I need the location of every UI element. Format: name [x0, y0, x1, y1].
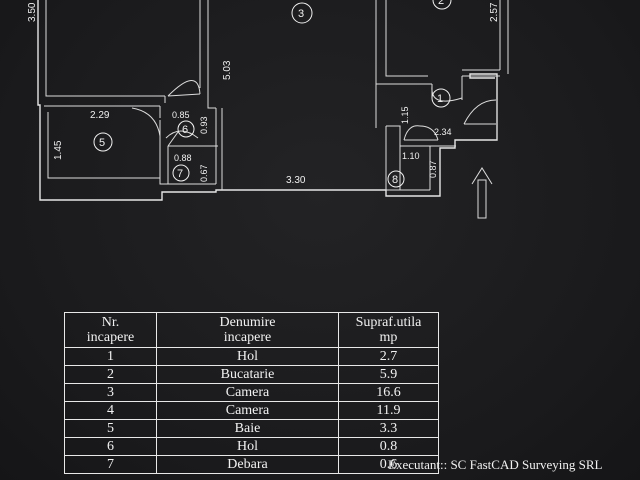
table-row: 6 Hol 0.8	[64, 437, 439, 456]
cell-name: Debara	[156, 455, 339, 474]
room-6-number: 6	[182, 124, 188, 136]
room-1-number: 1	[437, 93, 443, 105]
header-denumire-text: Denumire incapere	[219, 315, 276, 345]
dim-3-30: 3.30	[286, 175, 306, 186]
cell-area: 3.3	[338, 419, 439, 438]
dim-5-03: 5.03	[222, 60, 233, 80]
cell-nr: 3	[64, 383, 157, 402]
table-header-row: Nr. incapere Denumire incapere Supraf.ut…	[64, 312, 439, 348]
room-3-marker	[291, 2, 313, 24]
door-swings	[131, 76, 497, 147]
dim-2-57: 2.57	[489, 2, 500, 22]
cell-nr: 2	[64, 365, 157, 384]
dim-1-45: 1.45	[53, 140, 64, 160]
dim-0-93: 0.93	[199, 116, 209, 134]
cell-nr: 6	[64, 437, 157, 456]
table-row: 7 Debara 0.6	[64, 455, 439, 474]
dim-0-88: 0.88	[174, 153, 192, 163]
floor-plan: 3 2 1 5 6 7 8 3.50 5.03 2.57 2.29 1.45 0…	[27, 0, 509, 219]
cell-name: Camera	[156, 383, 339, 402]
dim-3-50: 3.50	[27, 2, 38, 22]
entrance-arrow-icon	[471, 167, 493, 219]
cell-area: 5.9	[338, 365, 439, 384]
cell-nr: 7	[64, 455, 157, 474]
room-3-number: 3	[298, 8, 304, 20]
header-suprafata: Supraf.utila mp	[338, 312, 439, 348]
cell-area: 11.9	[338, 401, 439, 420]
dim-2-29: 2.29	[90, 110, 110, 121]
room-7-number: 7	[177, 168, 183, 180]
room-5-number: 5	[99, 137, 105, 149]
table-row: 5 Baie 3.3	[64, 419, 439, 438]
dim-1-10: 1.10	[402, 151, 420, 161]
room-8-marker	[387, 170, 405, 188]
table-row: 4 Camera 11.9	[64, 401, 439, 420]
room-markers: 3 2 1 5 6 7 8	[93, 0, 452, 188]
cell-name: Baie	[156, 419, 339, 438]
cell-name: Bucatarie	[156, 365, 339, 384]
room-2-number: 2	[438, 0, 444, 7]
cell-area: 2.7	[338, 347, 439, 366]
room-7-marker	[172, 164, 190, 182]
room-2-marker	[432, 0, 452, 10]
executant-label: Executant:: SC FastCAD Surveying SRL	[388, 457, 603, 472]
walls	[37, 0, 509, 201]
room-8-number: 8	[392, 174, 398, 186]
room-1-marker	[431, 88, 451, 108]
cell-area: 0.6	[338, 455, 439, 474]
cell-name: Camera	[156, 401, 339, 420]
cell-nr: 1	[64, 347, 157, 366]
dim-0-87: 0.87	[428, 160, 438, 178]
dim-2-34: 2.34	[434, 127, 452, 137]
cell-nr: 4	[64, 401, 157, 420]
table-row: 2 Bucatarie 5.9	[64, 365, 439, 384]
cell-name: Hol	[156, 347, 339, 366]
cell-name: Hol	[156, 437, 339, 456]
rooms-table: Nr. incapere Denumire incapere Supraf.ut…	[64, 312, 439, 474]
room-6-marker	[177, 120, 195, 138]
dim-0-67: 0.67	[199, 164, 209, 182]
header-nr-text: Nr. incapere	[86, 315, 135, 345]
cell-area: 16.6	[338, 383, 439, 402]
room-5-marker	[93, 132, 113, 152]
dimension-labels: 3.50 5.03 2.57 2.29 1.45 0.85 0.93 0.88 …	[27, 2, 500, 186]
header-denumire: Denumire incapere	[156, 312, 339, 348]
cell-nr: 5	[64, 419, 157, 438]
dim-1-15: 1.15	[400, 106, 410, 124]
header-nr: Nr. incapere	[64, 312, 157, 348]
table-row: 1 Hol 2.7	[64, 347, 439, 366]
dim-0-85: 0.85	[172, 110, 190, 120]
table-row: 3 Camera 16.6	[64, 383, 439, 402]
header-suprafata-text: Supraf.utila mp	[355, 315, 422, 345]
cell-area: 0.8	[338, 437, 439, 456]
